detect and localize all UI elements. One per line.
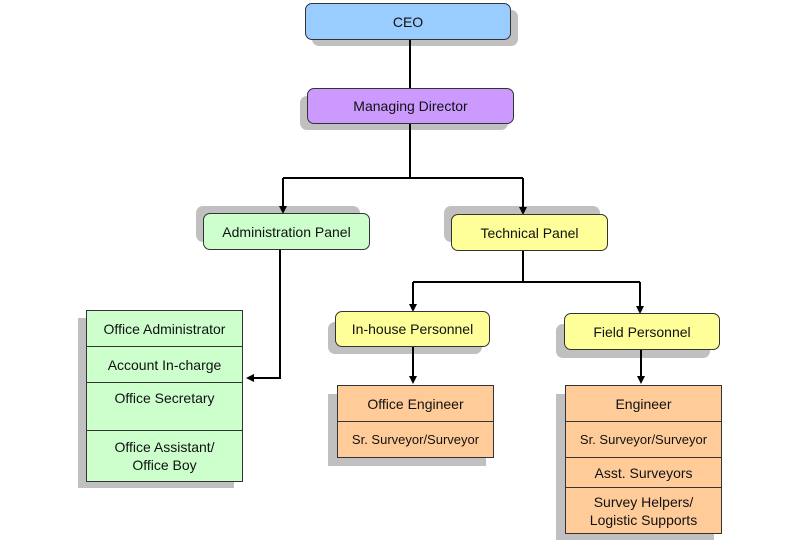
- admin-staff-office-administrator: Office Administrator: [87, 311, 242, 347]
- technical-panel-node: Technical Panel: [451, 214, 608, 251]
- field-personnel-node: Field Personnel: [564, 313, 720, 350]
- admin-staff-account-incharge: Account In-charge: [87, 347, 242, 383]
- inhouse-staff-office-engineer: Office Engineer: [338, 386, 493, 422]
- admin-to-staff-line: [246, 249, 281, 382]
- inhouse-staff-stack: Office Engineer Sr. Surveyor/Surveyor: [337, 385, 494, 458]
- admin-staff-stack: Office Administrator Account In-charge O…: [86, 310, 243, 482]
- inhouse-staff-sr-surveyor: Sr. Surveyor/Surveyor: [351, 431, 480, 447]
- administration-panel-node: Administration Panel: [203, 213, 370, 250]
- field-staff-engineer: Engineer: [566, 386, 721, 422]
- field-staff-asst-surveyors: Asst. Surveyors: [566, 458, 721, 488]
- inhouse-personnel-node: In-house Personnel: [335, 311, 490, 347]
- managing-director-node: Managing Director: [307, 88, 514, 124]
- ceo-node: CEO: [305, 3, 511, 40]
- admin-staff-office-secretary: Office Secretary: [87, 383, 242, 431]
- field-staff-survey-helpers: Survey Helpers/ Logistic Supports: [589, 493, 698, 528]
- field-staff-sr-surveyor: Sr. Surveyor/Surveyor: [566, 422, 721, 458]
- admin-staff-office-assistant: Office Assistant/ Office Boy: [114, 439, 215, 473]
- field-staff-stack: Engineer Sr. Surveyor/Surveyor Asst. Sur…: [565, 385, 722, 534]
